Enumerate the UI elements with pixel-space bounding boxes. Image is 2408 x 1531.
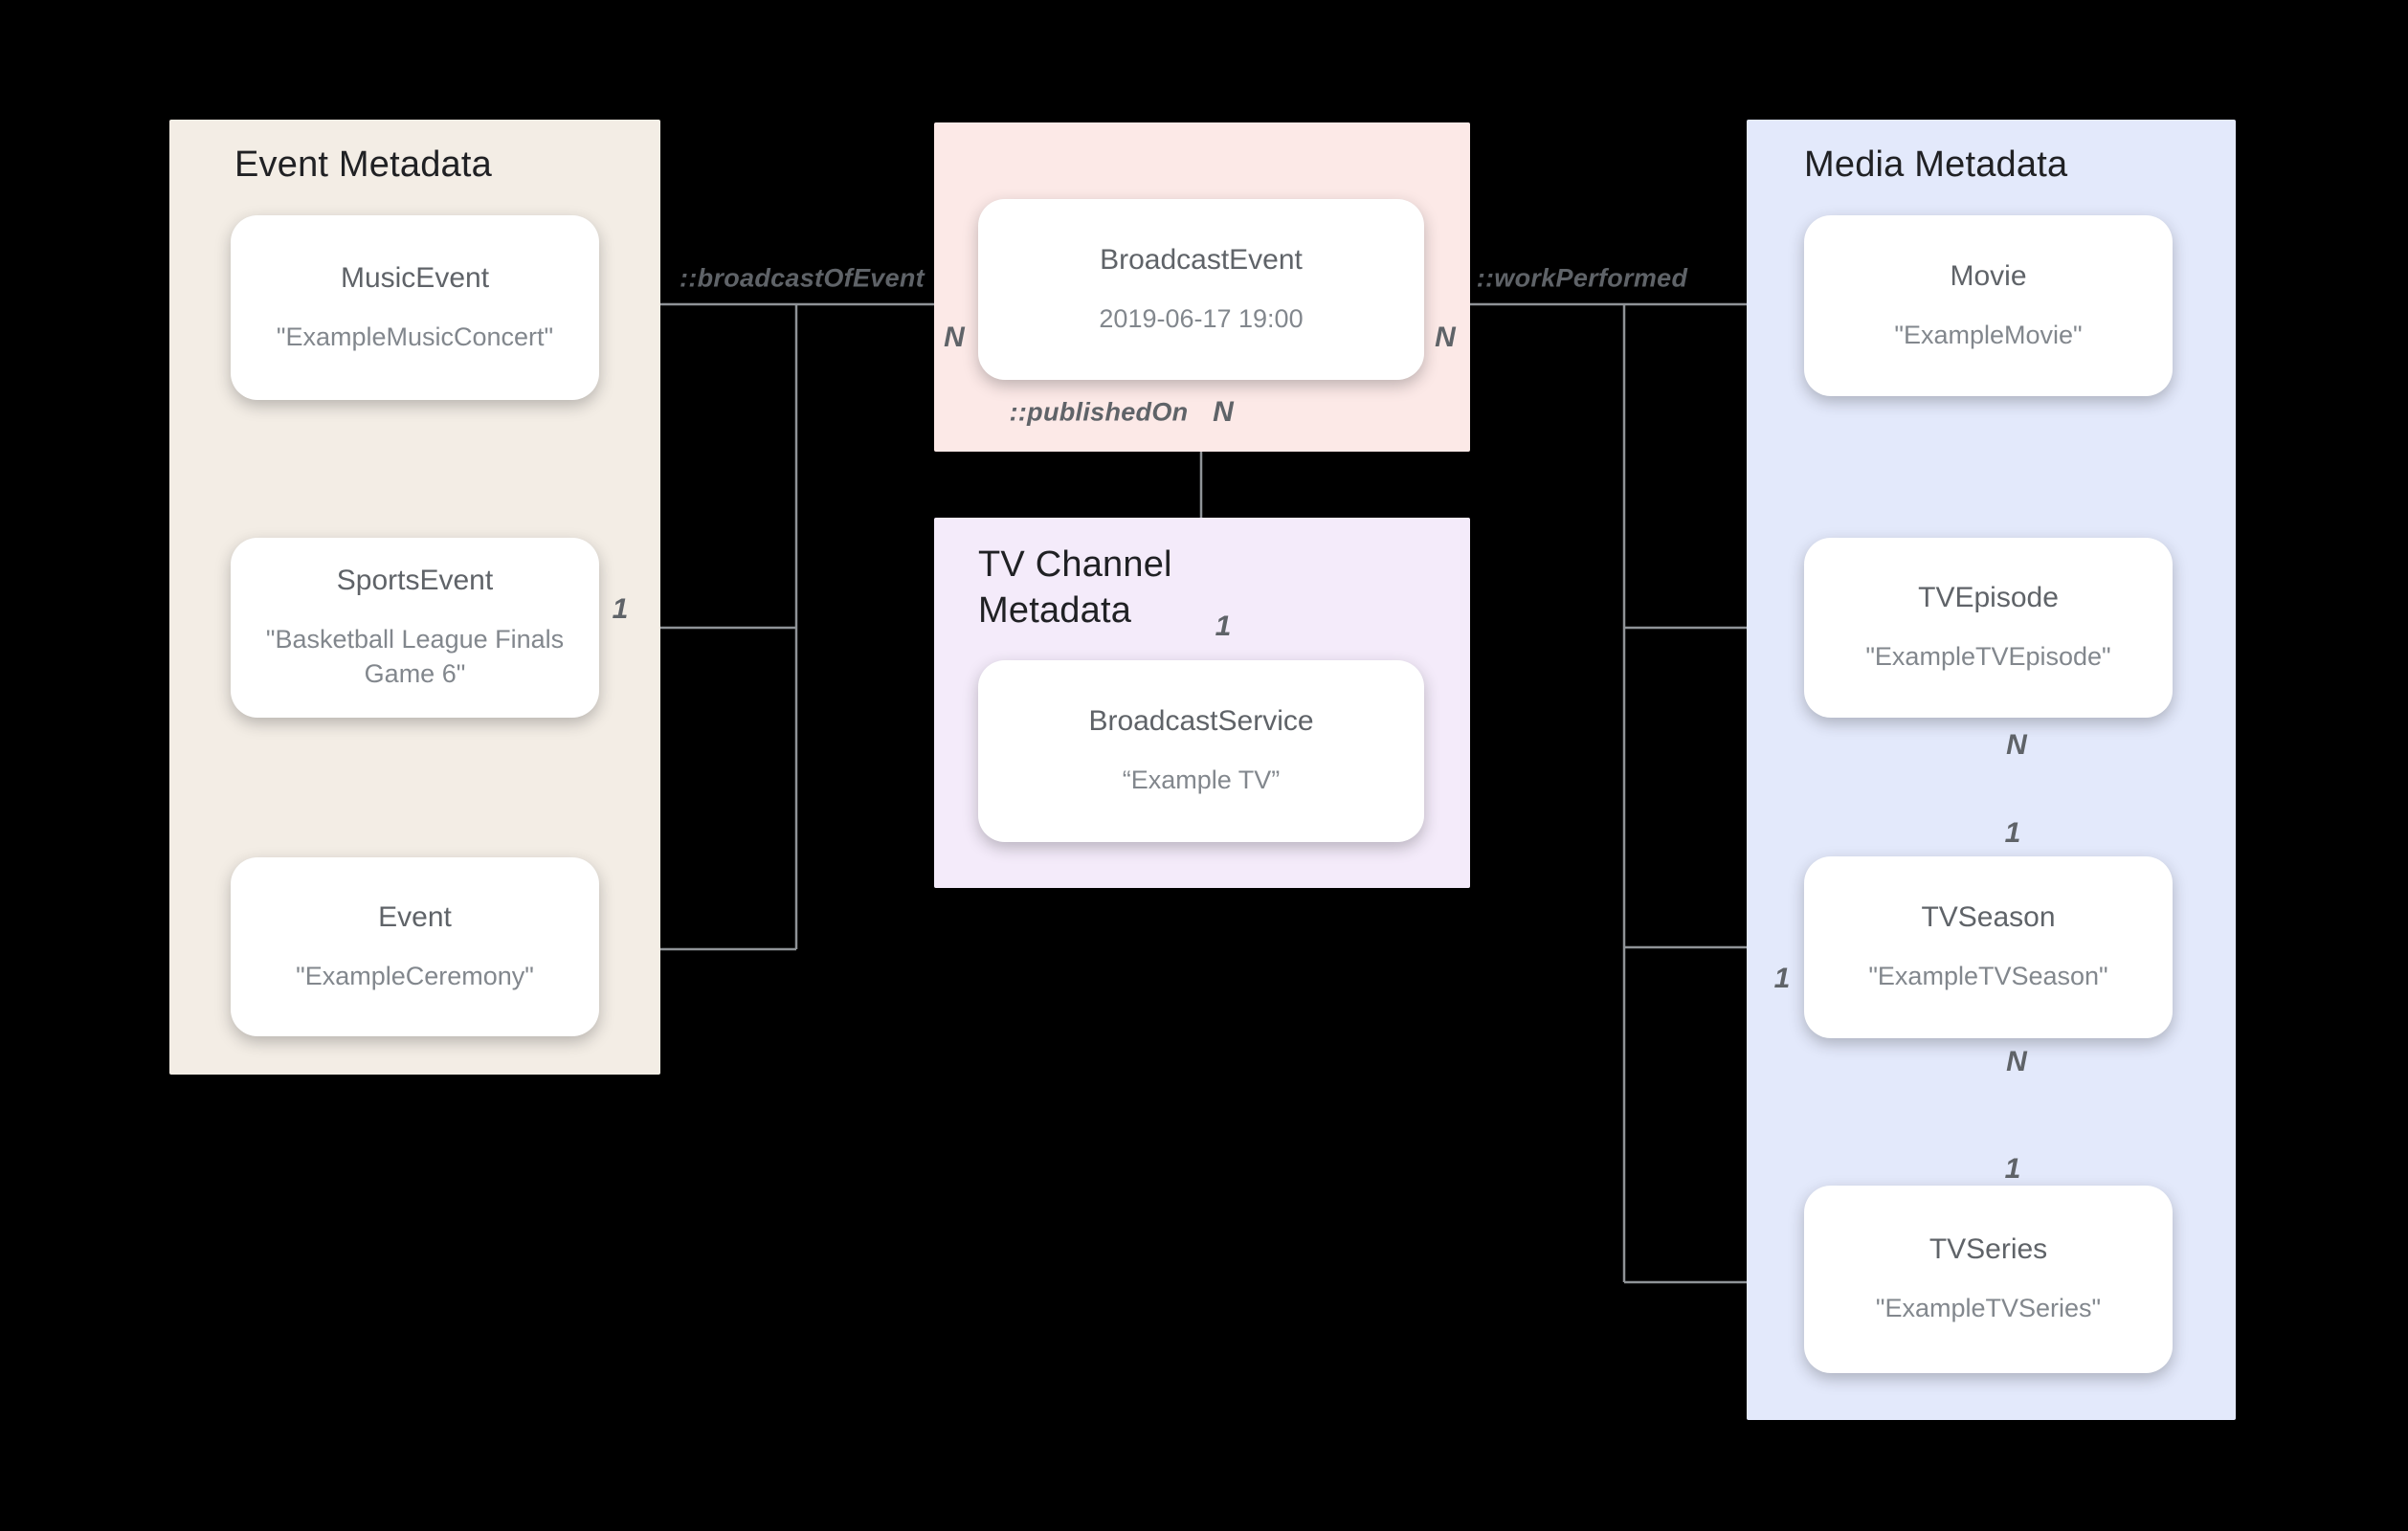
cardinality-n-tvseason-bottom: N — [2006, 1046, 2027, 1077]
cardinality-n-tvepisode-bottom: N — [2006, 729, 2027, 761]
cardinality-1-tvseries-top: 1 — [2004, 1153, 2021, 1185]
cardinality-1-tvseason-top: 1 — [2004, 817, 2021, 849]
section-title-media-metadata: Media Metadata — [1804, 144, 2068, 185]
node-value: "ExampleTVSeries" — [1875, 1294, 2102, 1322]
node-title: Event — [378, 900, 452, 933]
node-event: Event "ExampleCeremony" — [231, 857, 599, 1036]
node-music-event: MusicEvent "ExampleMusicConcert" — [231, 215, 599, 400]
node-value: 2019-06-17 19:00 — [1099, 303, 1304, 333]
node-value: "ExampleMusicConcert" — [276, 322, 554, 351]
section-title-event-metadata: Event Metadata — [234, 144, 492, 185]
node-value: "Basketball League Finals Game 6" — [265, 625, 565, 688]
node-title: BroadcastService — [1088, 705, 1314, 737]
cardinality-1-broadcastservice: 1 — [1215, 610, 1232, 642]
node-title: TVSeason — [1921, 901, 2056, 933]
node-title: SportsEvent — [336, 565, 494, 596]
node-title: TVEpisode — [1918, 582, 2059, 613]
node-title: Movie — [1950, 259, 2027, 292]
node-value: "ExampleTVSeason" — [1868, 962, 2108, 990]
section-title-tv-channel-metadata: TV Channel Metadata — [978, 544, 1172, 631]
node-broadcast-service: BroadcastService “Example TV” — [978, 660, 1424, 842]
cardinality-n-broadcastevent-left: N — [944, 322, 965, 353]
node-tv-episode: TVEpisode "ExampleTVEpisode" — [1804, 538, 2173, 718]
cardinality-1-tvseason-stub: 1 — [1773, 963, 1791, 994]
node-tv-season: TVSeason "ExampleTVSeason" — [1804, 856, 2173, 1038]
node-title: BroadcastEvent — [1100, 243, 1303, 276]
relation-label-published-on: ::publishedOn — [1009, 397, 1189, 427]
relation-label-broadcast-of-event: ::broadcastOfEvent — [680, 263, 925, 293]
node-value: "ExampleMovie" — [1894, 320, 2083, 349]
node-value: "ExampleTVEpisode" — [1865, 642, 2111, 671]
node-sports-event: SportsEvent "Basketball League Finals Ga… — [231, 538, 599, 718]
cardinality-n-broadcastevent-right: N — [1435, 322, 1456, 353]
node-value: "ExampleCeremony" — [296, 961, 534, 990]
node-value: “Example TV” — [1122, 766, 1281, 794]
node-title: MusicEvent — [340, 261, 490, 294]
cardinality-1-sportsevent: 1 — [612, 593, 629, 625]
relation-label-work-performed: ::workPerformed — [1476, 263, 1688, 293]
node-title: TVSeries — [1929, 1233, 2048, 1265]
node-tv-series: TVSeries "ExampleTVSeries" — [1804, 1186, 2173, 1373]
node-broadcast-event: BroadcastEvent 2019-06-17 19:00 — [978, 199, 1424, 380]
cardinality-n-publishedon: N — [1213, 396, 1234, 428]
node-movie: Movie "ExampleMovie" — [1804, 215, 2173, 396]
